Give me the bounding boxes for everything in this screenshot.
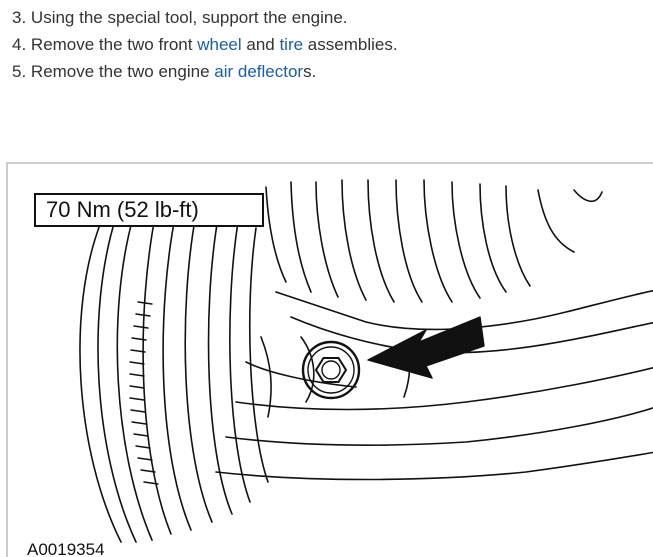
pulley-grooves <box>79 211 269 543</box>
step-text: and <box>241 35 280 54</box>
procedure-steps: 3. Using the special tool, support the e… <box>12 4 398 85</box>
engine-mount-illustration: 70 Nm (52 lb-ft) A0019354 <box>6 162 653 557</box>
step-number: 3. <box>12 8 27 27</box>
step-text: s. <box>303 62 317 81</box>
engine-fins <box>265 179 603 303</box>
step-5: 5. Remove the two engine air deflectors. <box>12 58 398 85</box>
step-text: Using the special tool, support the engi… <box>26 8 348 27</box>
figure-id: A0019354 <box>27 540 105 557</box>
step-3: 3. Using the special tool, support the e… <box>12 4 398 31</box>
step-text: Remove the two front <box>26 35 198 54</box>
torque-spec-label: 70 Nm (52 lb-ft) <box>34 193 264 227</box>
mount-bracket <box>215 289 653 481</box>
step-number: 5. <box>12 62 27 81</box>
step-text: assemblies. <box>303 35 398 54</box>
step-text: Remove the two engine <box>26 62 215 81</box>
tire-link[interactable]: tire <box>279 35 304 54</box>
step-4: 4. Remove the two front wheel and tire a… <box>12 31 398 58</box>
direction-arrow-icon <box>367 316 485 379</box>
hex-bolt-icon <box>301 340 361 400</box>
air-deflector-link[interactable]: air deflector <box>214 62 304 81</box>
step-number: 4. <box>12 35 27 54</box>
line-art-drawing <box>6 162 653 557</box>
pulley-teeth <box>129 301 159 485</box>
wheel-link[interactable]: wheel <box>197 35 242 54</box>
